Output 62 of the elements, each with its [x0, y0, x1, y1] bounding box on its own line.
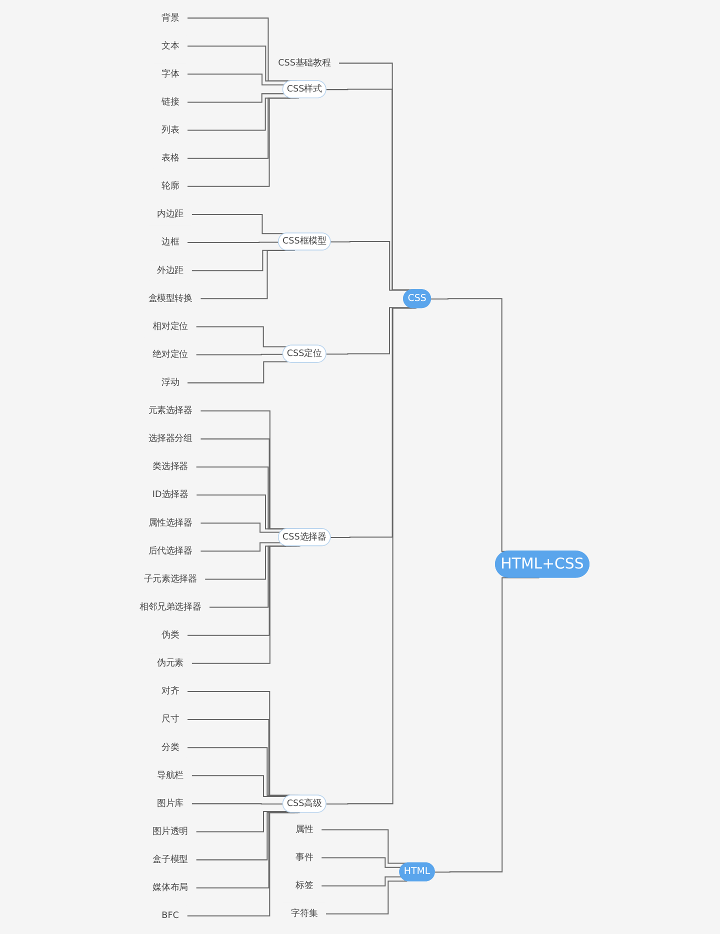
node-text: 内边距	[156, 209, 184, 220]
node-text: 后代选择器	[148, 546, 192, 556]
connector	[434, 577, 539, 873]
node-text: 伪类	[161, 630, 179, 640]
connector	[186, 361, 288, 384]
connector	[196, 354, 283, 356]
connector	[325, 880, 407, 914]
node-text: ID选择器	[152, 490, 188, 500]
connector	[191, 775, 288, 798]
node-text: 图片库	[156, 798, 184, 809]
node-text: BFC	[161, 910, 179, 921]
node-text: 分类	[161, 742, 179, 752]
node-text: 属性	[295, 824, 313, 835]
connector	[191, 803, 283, 805]
node-text: 子元素选择器	[144, 574, 196, 584]
node-text: 边框	[161, 237, 179, 248]
node-text: 事件	[295, 852, 313, 863]
node-text: 元素选择器	[148, 406, 192, 416]
connector	[186, 242, 278, 244]
connector	[186, 93, 284, 103]
node-text: CSS基础教程	[278, 58, 330, 68]
node-text: 相对定位	[152, 321, 188, 332]
node-text: 绝对定位	[152, 350, 188, 360]
connector	[321, 857, 401, 868]
node-text: 选择器分组	[148, 434, 192, 444]
node-text: 浮动	[161, 378, 179, 388]
connector	[326, 308, 416, 805]
node-text: 媒体布局	[152, 882, 188, 893]
node-text: 图片透明	[152, 826, 188, 837]
node-text: 盒子模型	[152, 854, 188, 865]
connector	[196, 811, 288, 832]
node-text: 尺寸	[161, 714, 179, 724]
node-text: 伪元素	[156, 658, 184, 668]
connector	[326, 307, 410, 355]
connector	[186, 98, 299, 187]
node-text: 字符集	[290, 908, 318, 919]
node-text: 表格	[161, 153, 179, 164]
node-text: 类选择器	[152, 462, 188, 472]
node-text: 文本	[161, 40, 179, 52]
node-text: 相邻兄弟选择器	[139, 602, 201, 612]
connector	[200, 542, 280, 552]
node-text: 导航栏	[156, 770, 184, 781]
connector	[186, 812, 300, 916]
node-text: 链接	[161, 96, 179, 108]
node-text: 盒模型转换	[148, 293, 192, 304]
node-text: 轮廓	[161, 181, 179, 192]
connector	[186, 46, 292, 82]
node-text: 外边距	[156, 265, 184, 276]
node-text: 字体	[161, 68, 179, 80]
connector	[191, 546, 300, 664]
node-text: 背景	[161, 12, 179, 23]
connector	[330, 241, 410, 291]
node-text: 对齐	[161, 686, 179, 696]
node-text: 属性选择器	[148, 518, 192, 528]
connector	[321, 876, 401, 886]
connector	[196, 326, 287, 348]
node-text: 标签	[295, 880, 313, 891]
connector	[186, 74, 284, 86]
connector	[200, 522, 280, 533]
node-text: 列表	[161, 125, 179, 136]
connector	[321, 829, 407, 864]
connector	[191, 214, 285, 234]
